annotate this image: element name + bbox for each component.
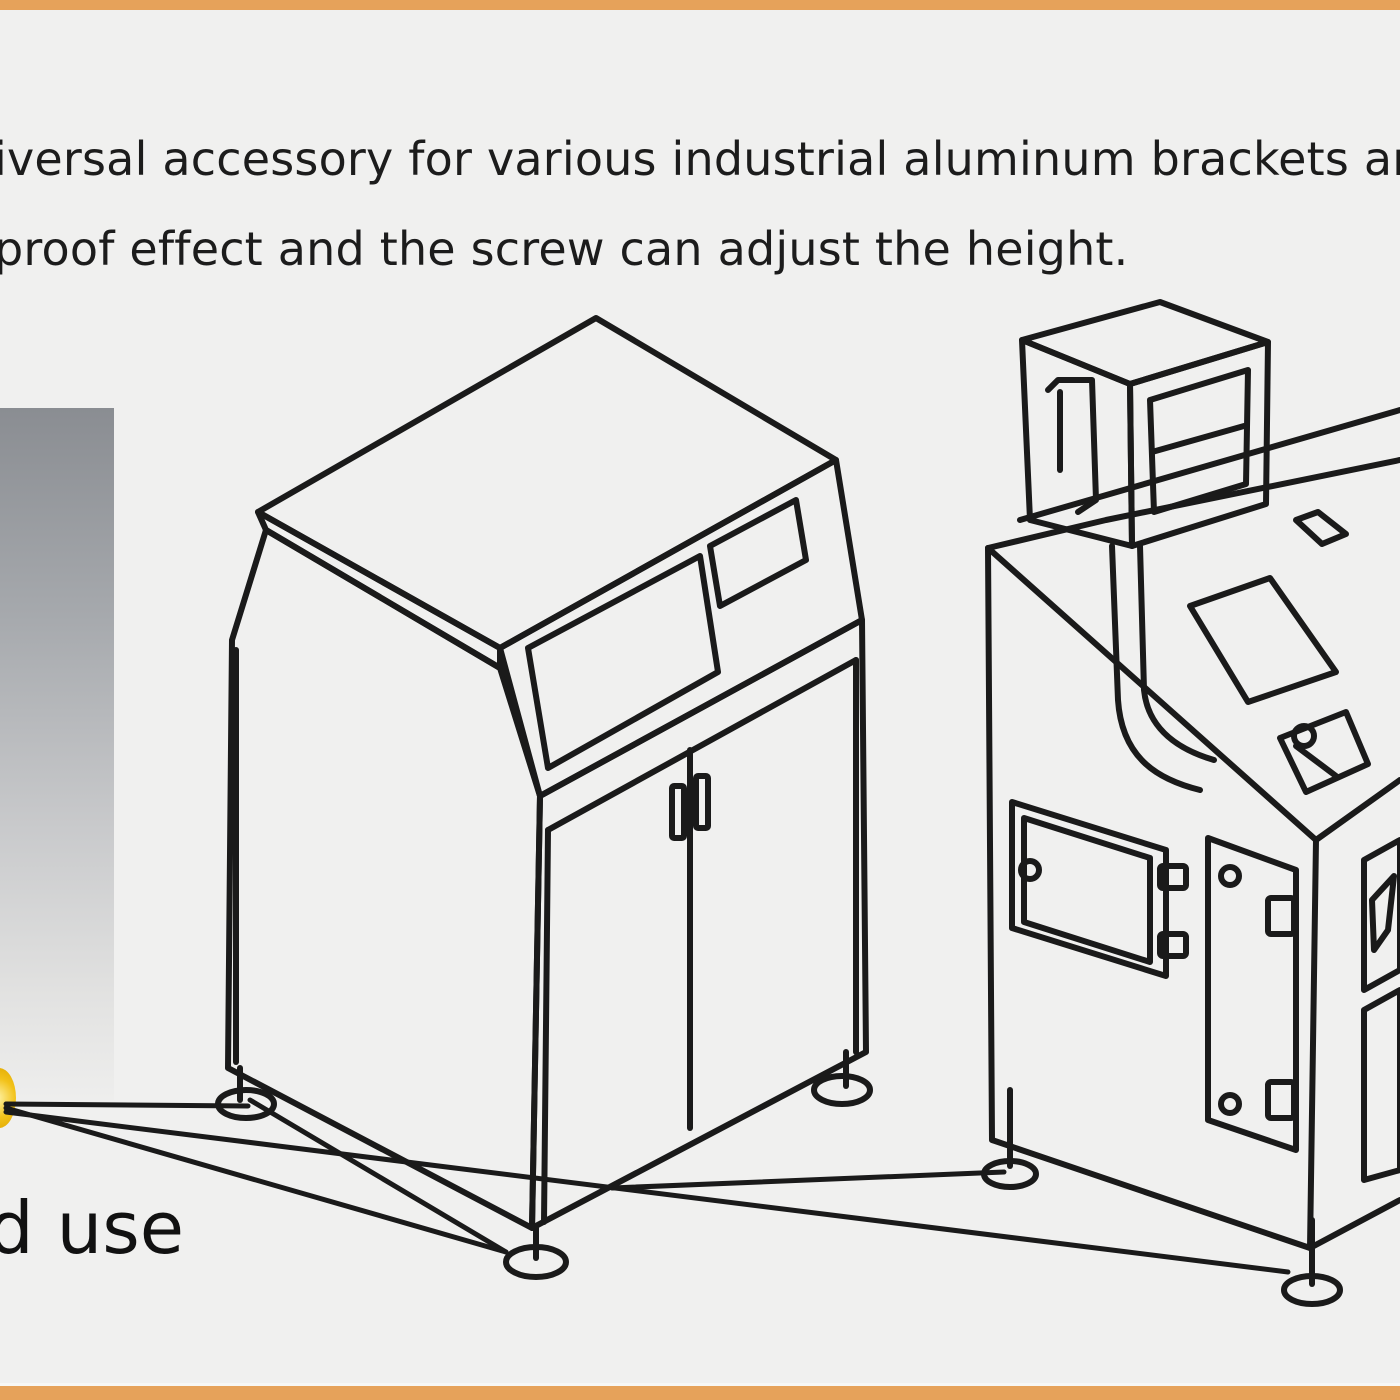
description-line-1: iversal accessory for various industrial… (0, 132, 1400, 186)
machine-cabinet-left (215, 315, 873, 1280)
left-gray-panel (0, 408, 114, 1100)
usage-label: d use (0, 1186, 185, 1270)
description-line-2: proof effect and the screw can adjust th… (0, 222, 1129, 276)
top-border (0, 0, 1400, 10)
bottom-border-inner (0, 1383, 1400, 1386)
bottom-border (0, 1386, 1400, 1400)
machine-cabinet-right (981, 299, 1400, 1307)
callout-lines (3, 1097, 1291, 1275)
